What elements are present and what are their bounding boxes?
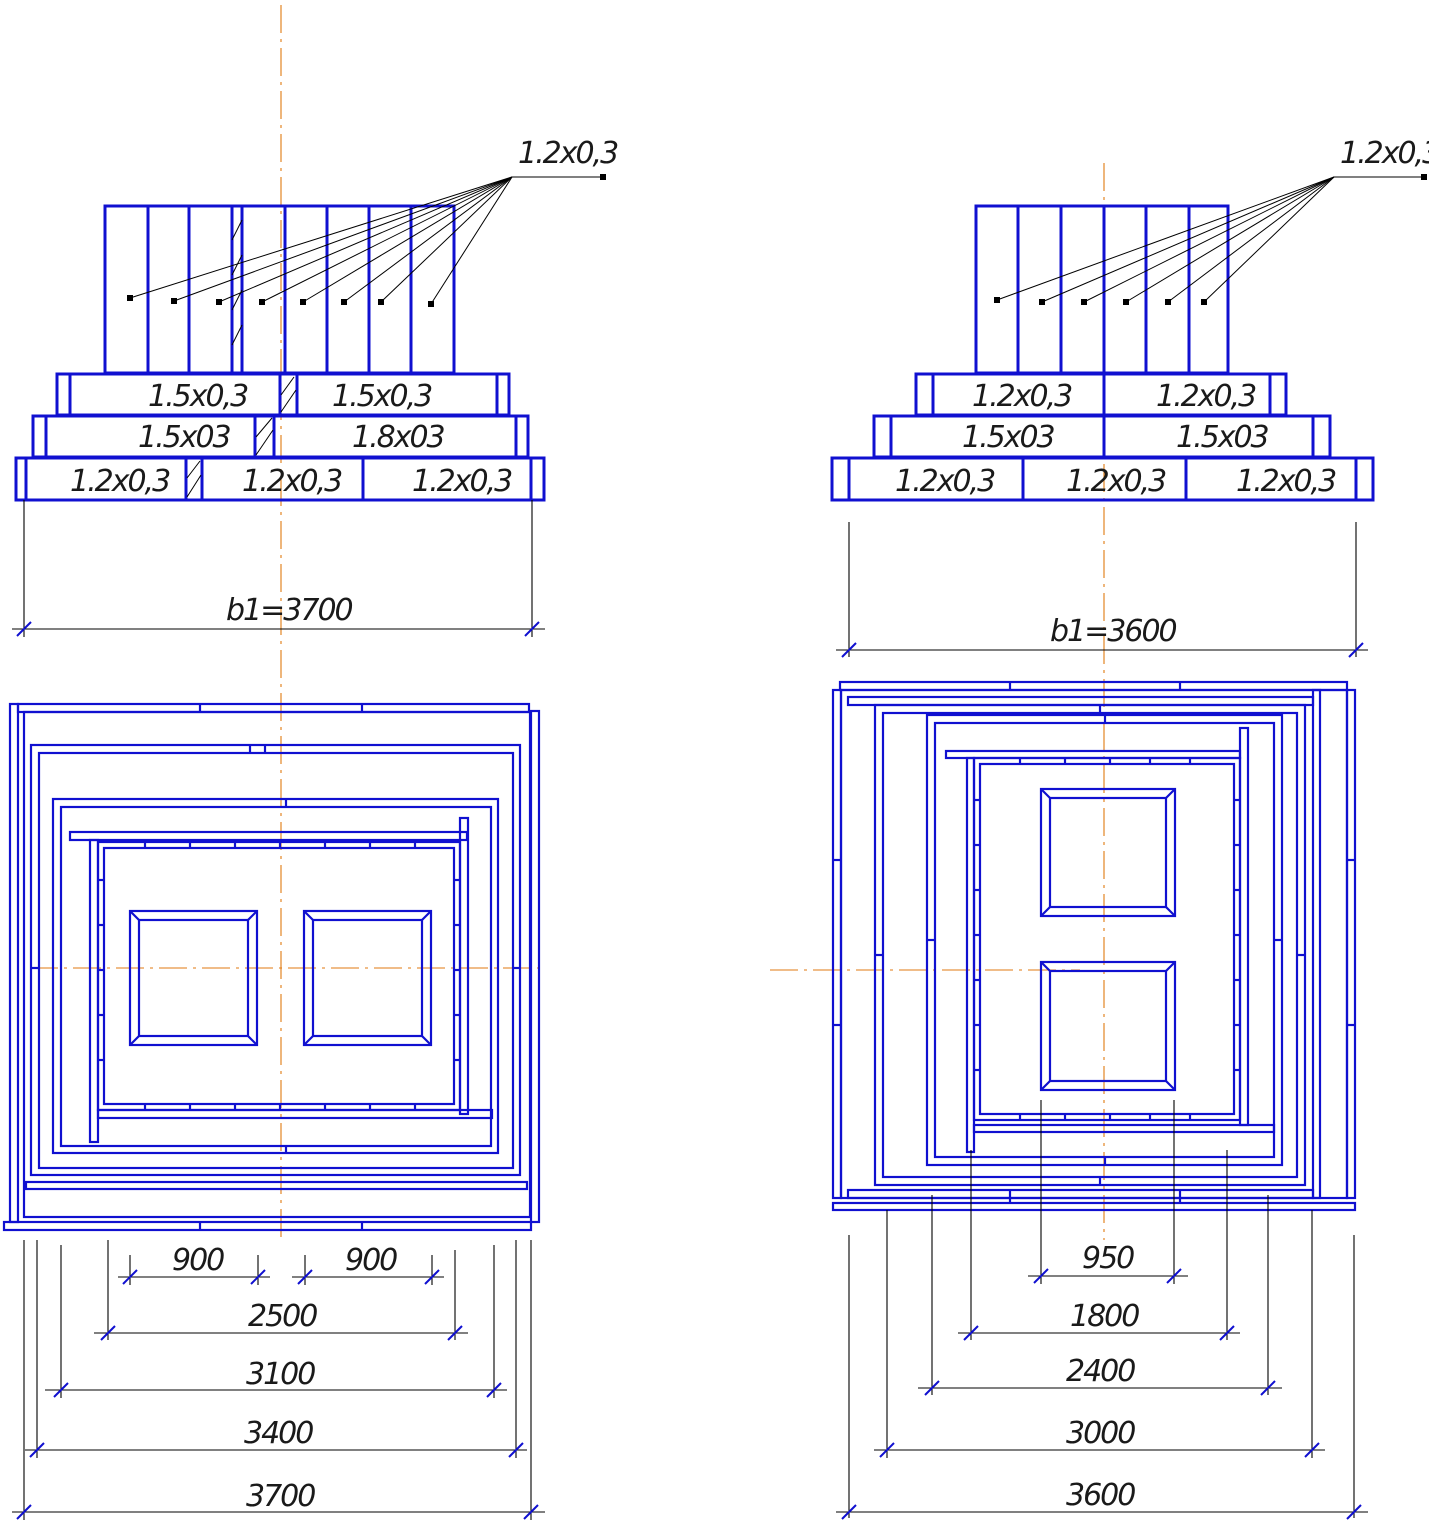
right-dim-3600: 3600 [1066, 1478, 1135, 1513]
right-plan-ring-outer [831, 680, 1357, 1212]
left-callout-label: 1.2x0,3 [518, 136, 618, 171]
left-row2-label-1: 1.5x03 [138, 420, 231, 455]
left-row1-label-2: 1.5x0,3 [332, 379, 432, 414]
left-plan-opening-1 [128, 909, 259, 1047]
right-plan-dimensions [836, 1100, 1368, 1520]
right-plan-ring-5 [944, 726, 1276, 1154]
left-dim-900-a: 900 [172, 1243, 224, 1278]
right-dim-950: 950 [1082, 1241, 1134, 1276]
right-row1-label-1: 1.2x0,3 [972, 379, 1072, 414]
left-row1-label-1: 1.5x0,3 [148, 379, 248, 414]
left-plan [2, 702, 541, 1232]
right-dim-3000: 3000 [1066, 1416, 1135, 1451]
right-row3-label-1: 1.2x0,3 [895, 464, 995, 499]
right-leaders [994, 174, 1427, 305]
left-b1-dimension [12, 500, 545, 637]
right-dim-1800: 1800 [1070, 1299, 1139, 1334]
right-row2-label-1: 1.5x03 [962, 420, 1055, 455]
left-elevation: 1.2x0,3 1.5x0,3 1.5x0,3 1.5x03 1.8x03 [12, 5, 620, 1240]
right-plan-ring-4 [925, 713, 1284, 1167]
right-plan [770, 680, 1357, 1212]
right-elevation: 1.2x0,3 1.2x0,3 1.2x0,3 1.5x03 1.5x03 1.… [830, 136, 1429, 1240]
left-dim-900-b: 900 [345, 1243, 397, 1278]
right-row3-blocks [830, 456, 1375, 502]
left-row3-label-2: 1.2x0,3 [242, 464, 342, 499]
right-plan-opening-1 [1039, 787, 1177, 918]
right-plan-opening-2 [1039, 960, 1177, 1092]
right-dim-2400: 2400 [1066, 1354, 1135, 1389]
left-plan-ring-3 [29, 743, 522, 1177]
right-row1-label-2: 1.2x0,3 [1156, 379, 1256, 414]
left-plan-ring-2 [22, 710, 532, 1219]
left-leaders [127, 174, 606, 307]
right-top-blocks [974, 204, 1230, 375]
left-plan-ring-6 [96, 840, 462, 1112]
left-plan-ring-4 [51, 797, 500, 1155]
left-plan-ring-outer [2, 702, 541, 1232]
right-plan-ring-6 [972, 756, 1242, 1122]
right-b1-label: b1=3600 [1050, 614, 1177, 649]
left-b1-label: b1=3700 [226, 593, 353, 628]
left-plan-opening-2 [302, 909, 433, 1047]
left-dim-3100: 3100 [246, 1357, 315, 1392]
left-row3-label-1: 1.2x0,3 [70, 464, 170, 499]
right-plan-ring-3 [873, 703, 1307, 1187]
left-plan-dimensions [12, 1240, 545, 1520]
right-row3-label-2: 1.2x0,3 [1066, 464, 1166, 499]
left-dim-3700: 3700 [246, 1479, 315, 1514]
right-callout-label: 1.2x0,3 [1340, 136, 1429, 171]
right-row2-label-2: 1.5x03 [1176, 420, 1269, 455]
left-row3-blocks [14, 456, 546, 502]
left-dim-3400: 3400 [244, 1416, 313, 1451]
right-b1-dimension [836, 522, 1368, 658]
left-row2-label-2: 1.8x03 [352, 420, 445, 455]
left-row3-label-3: 1.2x0,3 [412, 464, 512, 499]
left-row1-blocks [55, 372, 511, 417]
left-dim-2500: 2500 [248, 1299, 317, 1334]
right-row3-label-3: 1.2x0,3 [1236, 464, 1336, 499]
